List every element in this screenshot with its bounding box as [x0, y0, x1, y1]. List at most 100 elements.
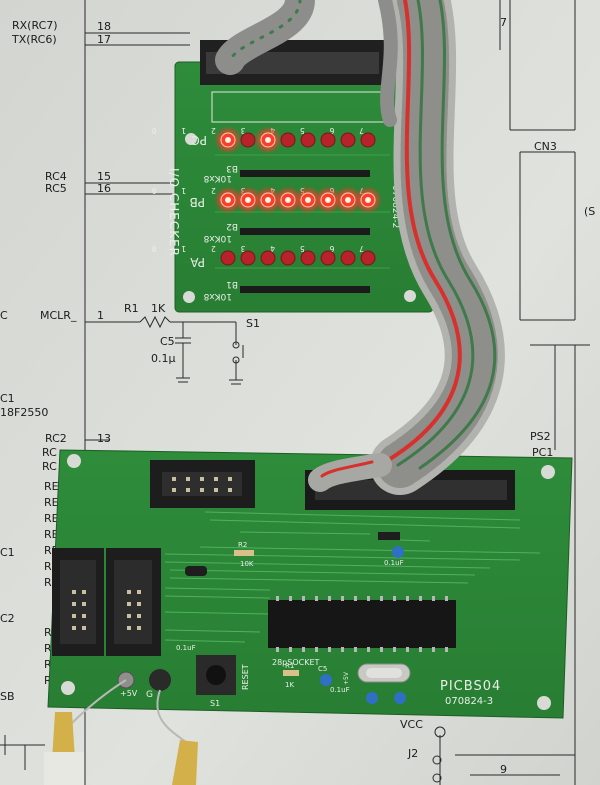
- picbs04-board: PICBS04 070824-3 28pSOCKET S1 RESET R2 1…: [47, 449, 573, 719]
- plus5v-label: +5V: [120, 689, 138, 698]
- mount-hole: [67, 454, 81, 468]
- mount-hole: [541, 465, 555, 479]
- led-rows: [214, 126, 382, 266]
- label-rc-a: RC: [42, 446, 57, 459]
- label-cn3: CN3: [534, 140, 557, 153]
- port-a-led: [300, 250, 316, 266]
- port-c-led: [320, 132, 336, 148]
- port-a-bit-digits: 7 6 5 4 3 2 1 0: [142, 244, 364, 253]
- resistor-array-b1: [240, 286, 370, 293]
- port-c-led: [240, 132, 256, 148]
- test-leads: [44, 679, 198, 785]
- label-pin9: 9: [500, 763, 507, 776]
- socket-label: 28pSOCKET: [272, 658, 320, 667]
- diode: [378, 532, 400, 540]
- label-r-stub: RE: [44, 480, 59, 493]
- switch-contact: [232, 356, 240, 364]
- label-pin18: 18: [97, 20, 111, 33]
- label-r1: R1: [124, 302, 139, 315]
- resistor-r2: [234, 550, 254, 556]
- io-checker-title: I/O CHECKER: [167, 168, 181, 257]
- label-c-left: C: [0, 309, 8, 322]
- j2-pin: [432, 755, 442, 765]
- label-mclr: MCLR_: [40, 309, 77, 322]
- port-a-led: [320, 250, 336, 266]
- capacitor: [366, 692, 378, 704]
- r1-value: 1K: [285, 681, 294, 689]
- reset-label: RESET: [241, 664, 250, 690]
- label-rc2: RC2: [45, 432, 67, 445]
- array-b2-label: 10Kx8: [203, 233, 232, 243]
- pic-microcontroller: [268, 600, 456, 648]
- ref-b3: B3: [226, 163, 238, 173]
- label-r-stub: R: [44, 674, 52, 687]
- label-rc4: RC4: [45, 170, 67, 183]
- port-a-led: [340, 250, 356, 266]
- port-c-led-core: [225, 137, 231, 143]
- j2-pin: [432, 773, 442, 783]
- capacitor: [392, 546, 404, 558]
- label-s1: S1: [246, 317, 260, 330]
- port-c-led: [360, 132, 376, 148]
- gnd-post: [149, 669, 171, 691]
- power-label: +5V: [343, 671, 350, 685]
- label-tx: TX(RC6): [11, 33, 57, 46]
- port-b-led-core: [365, 197, 371, 203]
- io-code: 070824-2: [390, 185, 400, 228]
- ribbon-cable: [215, 0, 505, 495]
- capacitor: [394, 692, 406, 704]
- label-r-stub: R: [44, 626, 52, 639]
- label-r-stub: R: [44, 658, 52, 671]
- mount-hole: [61, 681, 75, 695]
- gnd-label: G: [146, 690, 153, 700]
- label-r-stub: RE: [44, 528, 59, 541]
- label-r1-value: 1K: [151, 302, 166, 315]
- port-b-led-core: [305, 197, 311, 203]
- r2-label: R2: [238, 541, 247, 549]
- picbs-code: 070824-3: [445, 696, 493, 707]
- transistor: [185, 566, 207, 576]
- port-b-led-core: [345, 197, 351, 203]
- ref-b2: B2: [226, 221, 238, 231]
- label-pin16: 16: [97, 182, 111, 195]
- label-pin1: 1: [97, 309, 104, 322]
- label-pin7: 7: [500, 16, 507, 29]
- probe-clip-plus: [52, 712, 75, 760]
- port-b-label: PB: [190, 195, 205, 209]
- ref-b1: B1: [226, 279, 238, 289]
- mount-hole: [404, 290, 416, 302]
- label-rx: RX(RC7): [12, 19, 58, 32]
- picbs-name: PICBS04: [440, 679, 501, 694]
- label-rc5: RC5: [45, 182, 67, 195]
- mount-hole: [185, 133, 197, 145]
- switch-label: S1: [210, 699, 220, 708]
- port-c-led: [340, 132, 356, 148]
- label-rc-b: RC: [42, 460, 57, 473]
- port-a-led: [220, 250, 236, 266]
- port-a-led: [260, 250, 276, 266]
- capacitor-c5: [320, 674, 332, 686]
- port-c-led-core: [265, 137, 271, 143]
- label-j2: J2: [407, 747, 418, 760]
- vcc-symbol: [434, 726, 446, 738]
- label-r-stub: RE: [44, 496, 59, 509]
- label-c1b: C1: [0, 546, 15, 559]
- label-c5-value: 0.1µ: [151, 352, 176, 365]
- label-r-stub: RE: [44, 512, 59, 525]
- label-sb: SB: [0, 690, 15, 703]
- port-b-led-core: [325, 197, 331, 203]
- cap-value: 0.1uF: [384, 559, 404, 567]
- probe-clip-gnd: [172, 740, 198, 785]
- port-c-led: [300, 132, 316, 148]
- label-pin15: 15: [97, 170, 111, 183]
- label-c2: C2: [0, 612, 15, 625]
- port-a-led: [280, 250, 296, 266]
- port-b-led-core: [265, 197, 271, 203]
- label-pin13: 13: [97, 432, 111, 445]
- array-b3-label: 10Kx8: [203, 173, 232, 183]
- label-ps2: PS2: [530, 430, 551, 443]
- array-b1-label: 10Kx8: [203, 291, 232, 301]
- port-b-led-core: [285, 197, 291, 203]
